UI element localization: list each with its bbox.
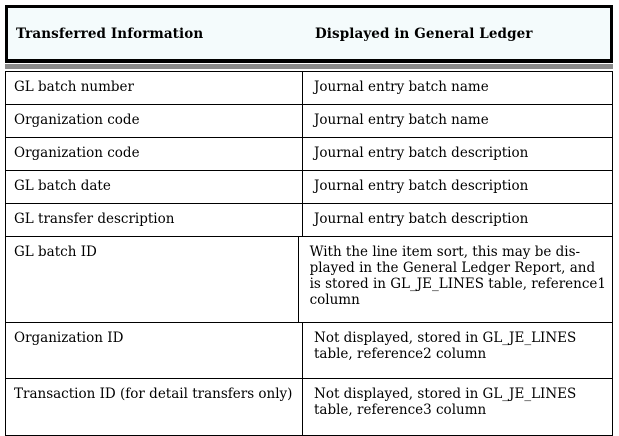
cell-text-line: column (309, 292, 360, 308)
cell-transferred-information: GL batch number (6, 72, 303, 104)
cell-text: Organization code (14, 112, 140, 128)
cell-transferred-information: Organization code (6, 138, 303, 170)
cell-text: Organization code (14, 145, 140, 161)
cell-transferred-information: GL batch date (6, 171, 303, 203)
cell-transferred-information: Transaction ID (for detail transfers onl… (6, 379, 303, 435)
cell-displayed-in-general-ledger: With the line item sort, this may be dis… (299, 237, 612, 322)
column-header-label: Displayed in General Ledger (315, 25, 533, 42)
table-body: GL batch number Journal entry batch name… (5, 71, 613, 436)
transferred-information-table: Transferred Information Displayed in Gen… (5, 5, 613, 436)
table-row: GL transfer description Journal entry ba… (6, 204, 612, 237)
cell-text-line: Not displayed, stored in GL_JE_LINES (314, 386, 577, 402)
cell-transferred-information: GL batch ID (6, 237, 299, 322)
cell-text-line: table, reference3 column (314, 402, 487, 418)
column-header-displayed-in-general-ledger: Displayed in General Ledger (304, 8, 610, 59)
table-row: GL batch ID With the line item sort, thi… (6, 237, 612, 323)
cell-text: GL transfer description (14, 211, 175, 227)
cell-text: GL batch date (14, 178, 111, 194)
header-separator-band (5, 64, 613, 69)
cell-text-line: table, reference2 column (314, 346, 487, 362)
cell-text-line: Journal entry batch name (314, 79, 489, 95)
cell-displayed-in-general-ledger: Journal entry batch description (303, 138, 612, 170)
cell-text-line: Journal entry batch description (314, 211, 529, 227)
column-header-label: Transferred Information (16, 25, 204, 42)
table-row: Organization code Journal entry batch na… (6, 105, 612, 138)
cell-text-line: Journal entry batch name (314, 112, 489, 128)
table-row: Organization code Journal entry batch de… (6, 138, 612, 171)
cell-text-line: is stored in GL_JE_LINES table, referenc… (309, 276, 606, 292)
table-row: GL batch number Journal entry batch name (6, 72, 612, 105)
cell-displayed-in-general-ledger: Journal entry batch name (303, 105, 612, 137)
cell-displayed-in-general-ledger: Not displayed, stored in GL_JE_LINES tab… (303, 323, 612, 378)
table-row: Organization ID Not displayed, stored in… (6, 323, 612, 379)
cell-text: Organization ID (14, 330, 124, 346)
cell-displayed-in-general-ledger: Journal entry batch description (303, 171, 612, 203)
table-row: Transaction ID (for detail transfers onl… (6, 379, 612, 435)
cell-displayed-in-general-ledger: Journal entry batch name (303, 72, 612, 104)
cell-transferred-information: Organization code (6, 105, 303, 137)
table-row: GL batch date Journal entry batch descri… (6, 171, 612, 204)
cell-transferred-information: Organization ID (6, 323, 303, 378)
cell-text-line: With the line item sort, this may be dis… (309, 244, 581, 260)
cell-text-line: Not displayed, stored in GL_JE_LINES (314, 330, 577, 346)
cell-displayed-in-general-ledger: Not displayed, stored in GL_JE_LINES tab… (303, 379, 612, 435)
cell-displayed-in-general-ledger: Journal entry batch description (303, 204, 612, 236)
cell-transferred-information: GL transfer description (6, 204, 303, 236)
column-header-transferred-information: Transferred Information (8, 8, 304, 59)
cell-text-line: played in the General Ledger Report, and (309, 260, 596, 276)
cell-text: GL batch ID (14, 244, 97, 260)
cell-text: GL batch number (14, 79, 134, 95)
table-header-row: Transferred Information Displayed in Gen… (5, 5, 613, 63)
cell-text-line: Journal entry batch description (314, 178, 529, 194)
cell-text: Transaction ID (for detail transfers onl… (14, 386, 293, 402)
cell-text-line: Journal entry batch description (314, 145, 529, 161)
